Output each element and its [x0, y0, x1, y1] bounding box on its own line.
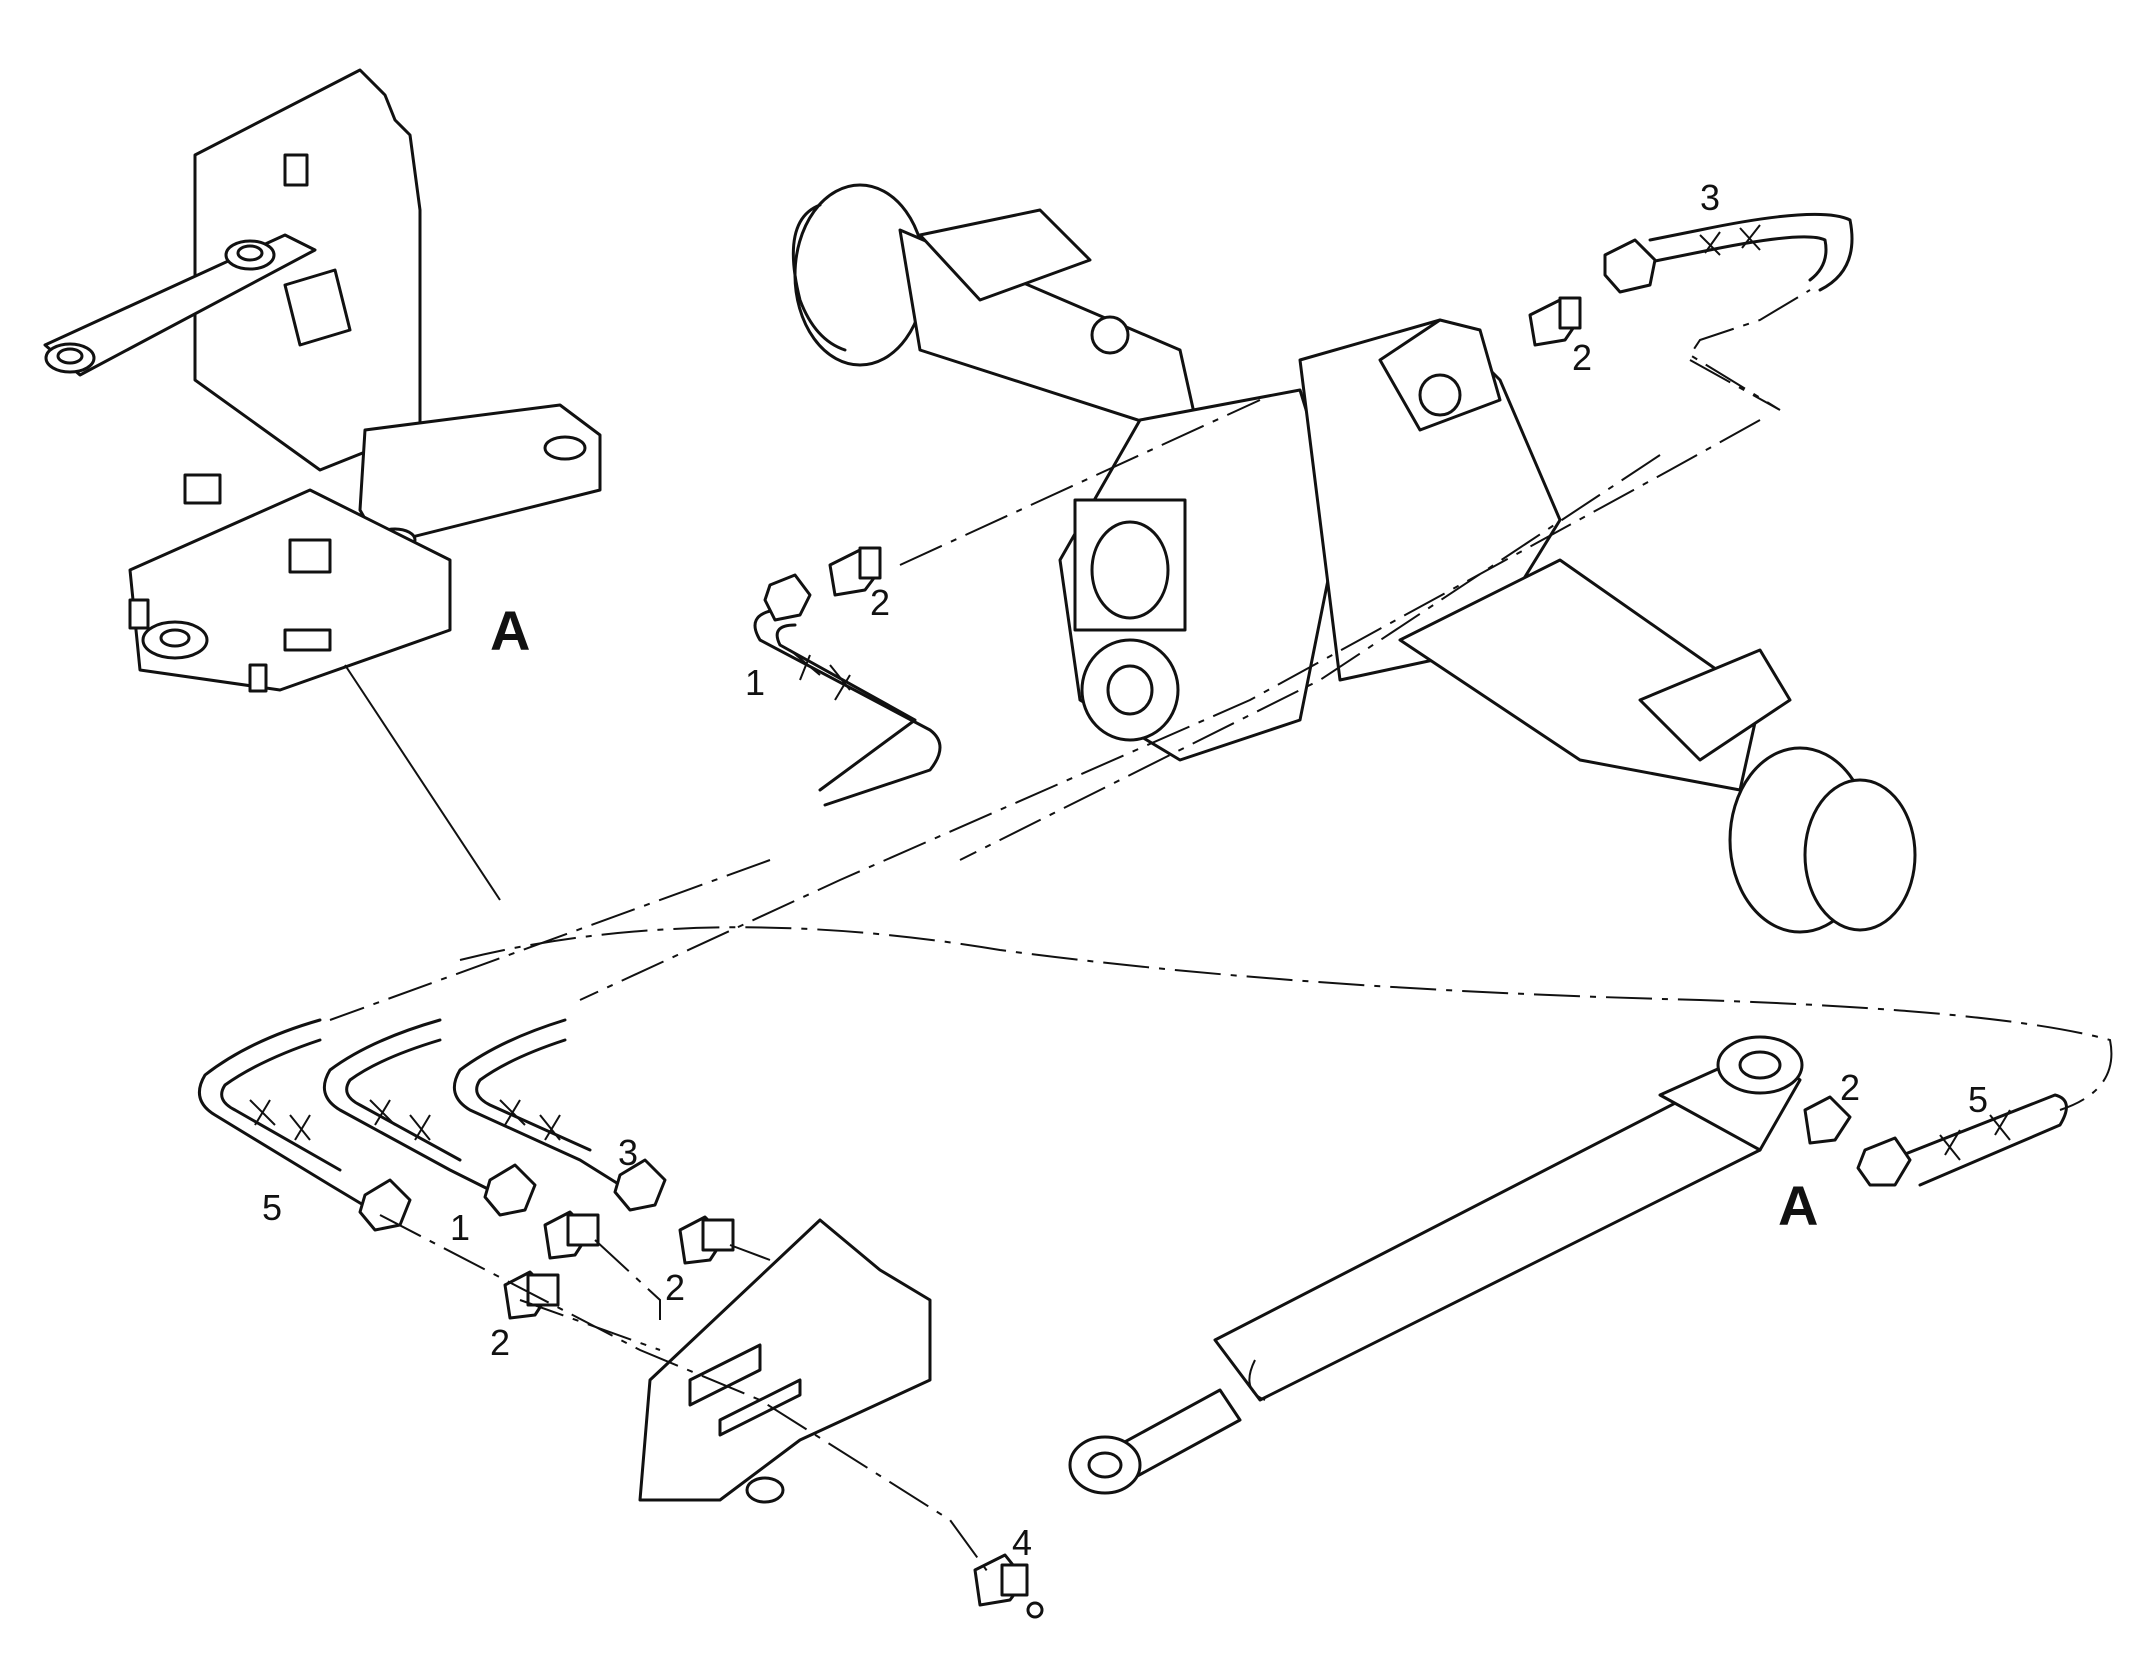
- hydraulic-cylinder: [1068, 1035, 1804, 1495]
- front-axle-assembly: [791, 183, 1917, 934]
- callout-a-frame: A: [490, 599, 530, 662]
- callout-3-bottom: 3: [618, 1132, 638, 1173]
- hose-3-upper: [1603, 212, 1854, 294]
- hose-5-cylinder: [1856, 1093, 2068, 1187]
- callout-3-top: 3: [1700, 177, 1720, 218]
- callout-1-top: 1: [745, 662, 765, 703]
- fitting-4-grease-nipple: [973, 1553, 1044, 1619]
- callout-2-bottom-b: 2: [490, 1322, 510, 1363]
- callout-4-bottom: 4: [1012, 1522, 1032, 1563]
- callout-2-bottom-a: 2: [665, 1267, 685, 1308]
- fitting-2-upper-left: [828, 546, 882, 597]
- hose-bundle-lower: [197, 1018, 667, 1232]
- hose-1-upper: [753, 573, 942, 807]
- callout-2-top-left: 2: [870, 582, 890, 623]
- chassis-bracket: [43, 68, 602, 901]
- callouts: 1 2 2 3 A 5 1 3 2 2 4 2 5 A: [262, 177, 1988, 1563]
- callout-1-bottom: 1: [450, 1207, 470, 1248]
- centre-lines: [329, 289, 2113, 1576]
- fittings-2-lower: [503, 1210, 735, 1320]
- mounting-bracket-lower: [638, 1218, 932, 1504]
- callout-2-top-right: 2: [1572, 337, 1592, 378]
- fitting-2-upper-right: [1528, 296, 1582, 347]
- fitting-2-cylinder: [1803, 1095, 1852, 1145]
- callout-5-cylinder: 5: [1968, 1079, 1988, 1120]
- callout-a-cylinder: A: [1778, 1174, 1818, 1237]
- callout-5-bottom: 5: [262, 1187, 282, 1228]
- callout-2-cylinder: 2: [1840, 1067, 1860, 1108]
